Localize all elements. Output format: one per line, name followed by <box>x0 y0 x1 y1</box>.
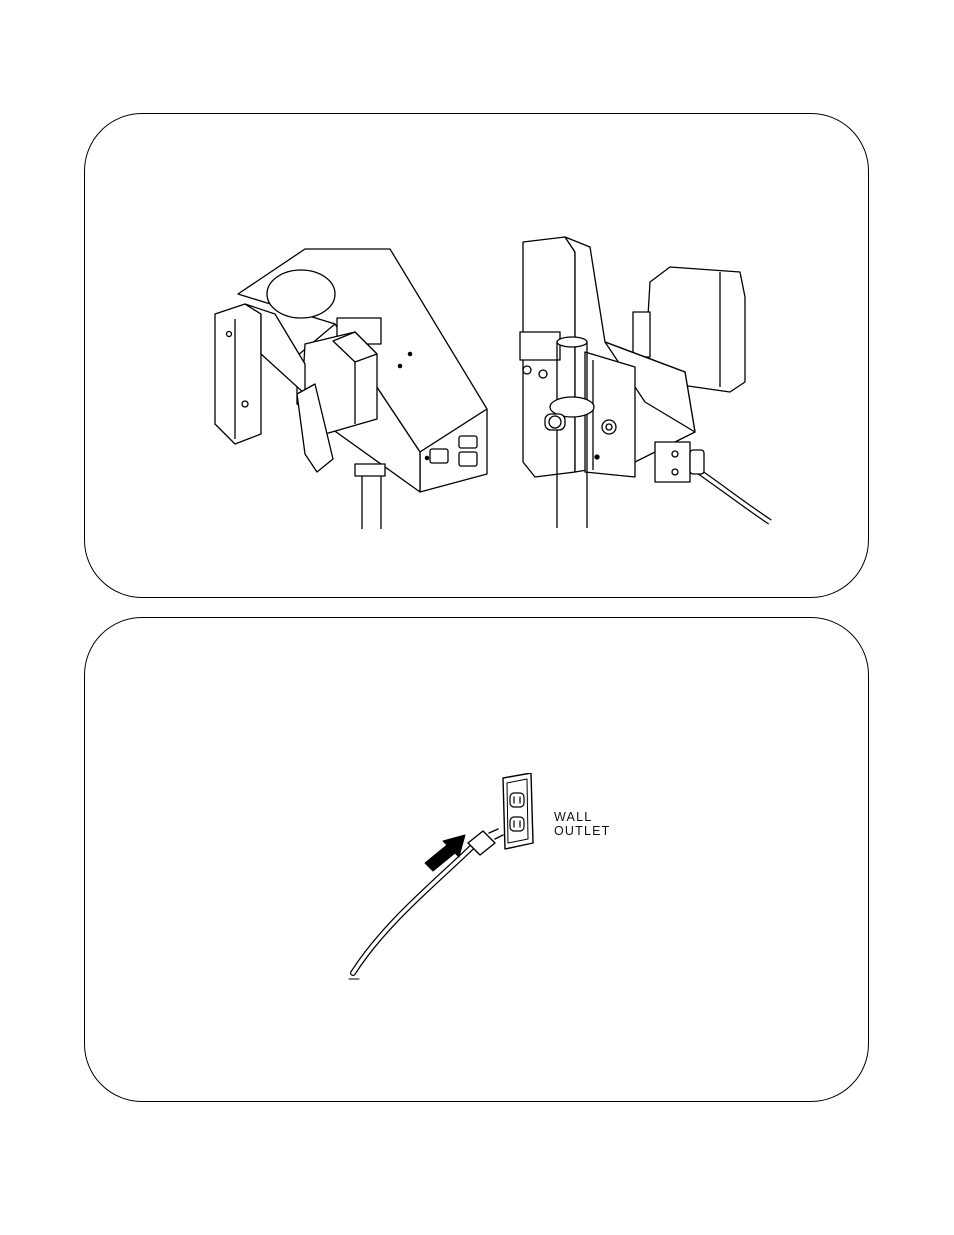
figure-panel-power-connection: WALL OUTLET <box>84 617 869 1102</box>
wall-outlet-label: WALL OUTLET <box>554 810 611 838</box>
printer-head-rear-icon <box>515 232 775 532</box>
printer-head-front-icon <box>205 244 495 534</box>
wall-outlet-label-line2: OUTLET <box>554 824 611 838</box>
wall-outlet-label-line1: WALL <box>554 810 611 824</box>
figure-panel-printer-mount <box>84 113 869 598</box>
power-plug-wall-outlet-icon <box>335 773 555 993</box>
